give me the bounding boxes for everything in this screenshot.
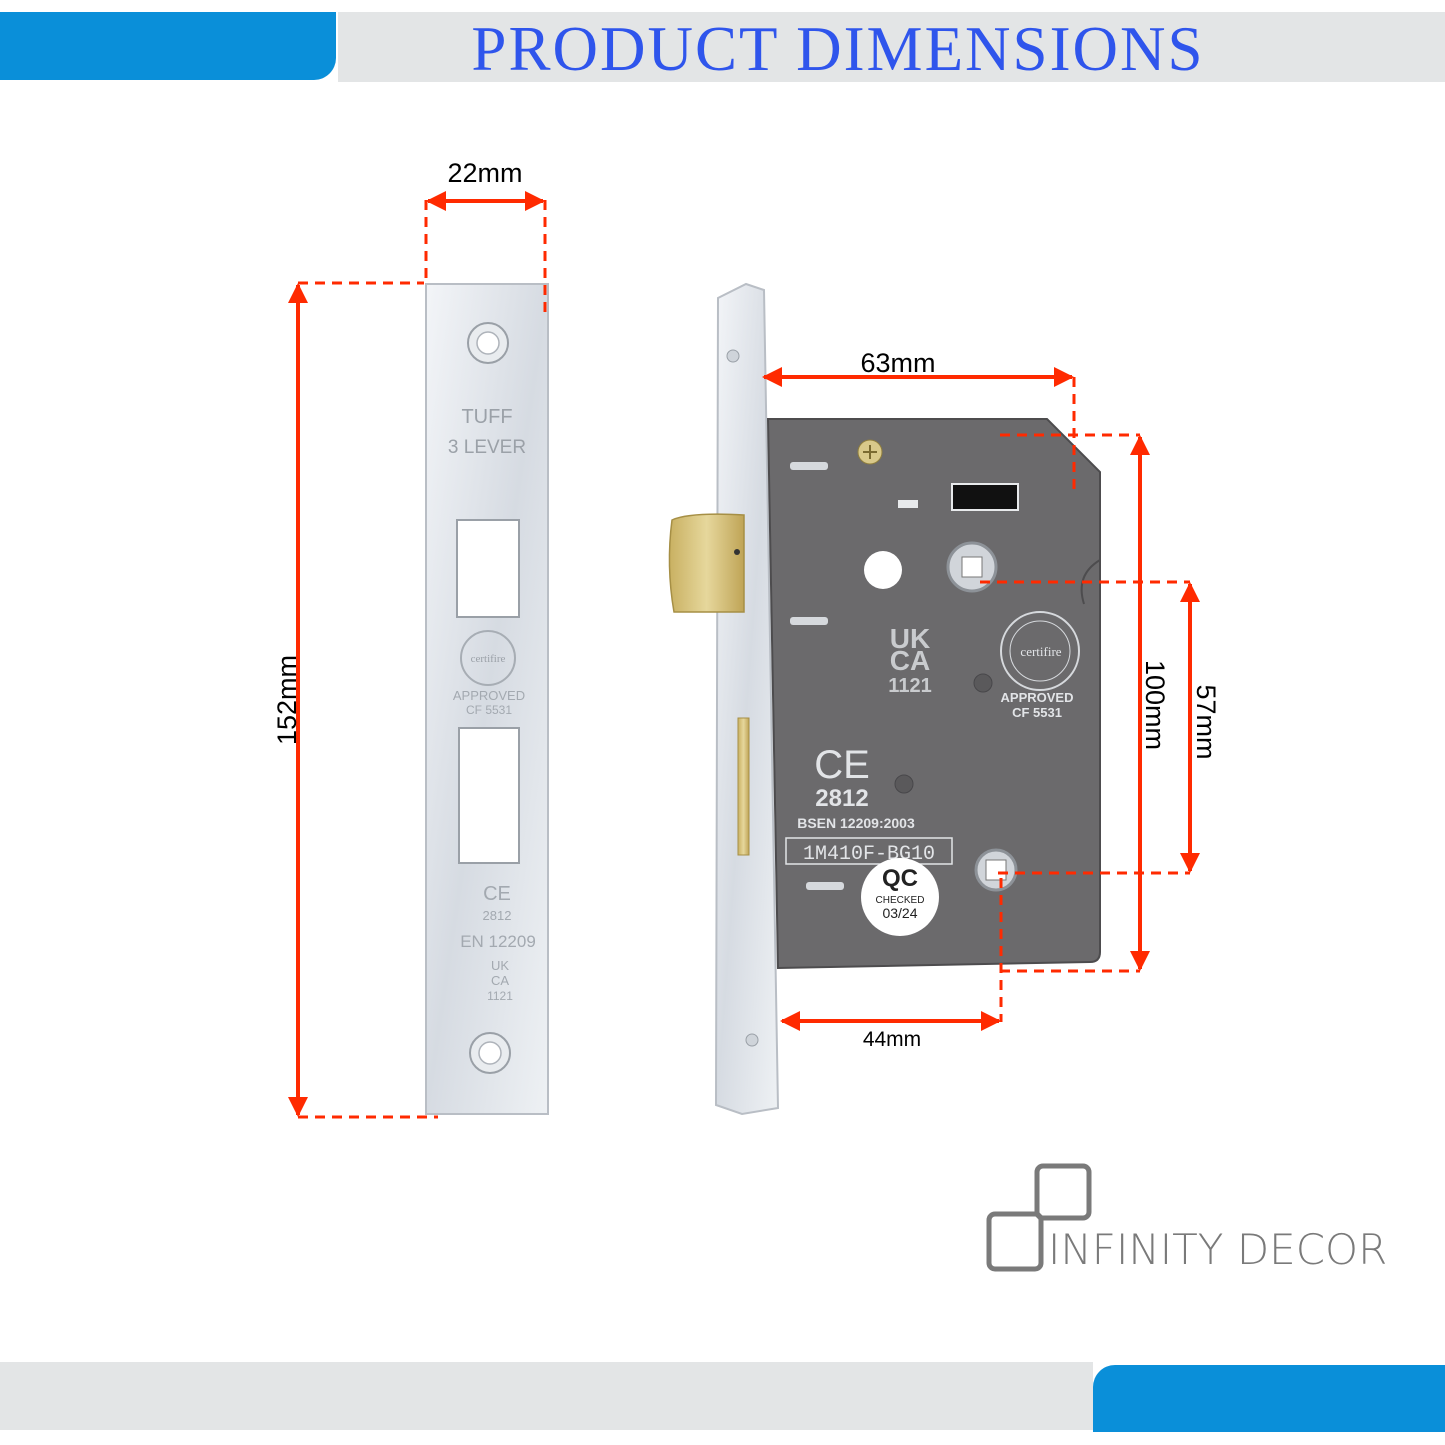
footer-bar (0, 1362, 1093, 1430)
lock-case (766, 418, 1101, 970)
dimension-lines (288, 191, 1200, 1119)
faceplate-plate (425, 283, 549, 1115)
follower-square (961, 556, 983, 578)
faceplate-ce-mark: CE (483, 883, 511, 905)
lock-approved: APPROVED (1001, 690, 1074, 705)
label-57mm: 57mm (1191, 684, 1221, 759)
footer-accent-tab (1093, 1365, 1445, 1432)
label-22mm: 22mm (447, 158, 522, 188)
qc-title: QC (882, 865, 918, 892)
latch-bolt (668, 513, 745, 613)
forend-screw-bottom (745, 1033, 759, 1047)
forend-screw-top (726, 349, 740, 363)
qc-checked: CHECKED (876, 895, 925, 906)
case-rivet-cross (863, 445, 877, 459)
case-notch (1080, 559, 1101, 605)
case-lever-window (951, 483, 1019, 511)
faceplate: TUFF 3 LEVER certifire APPROVED CF 5531 … (425, 283, 549, 1115)
faceplate-cert-code: CF 5531 (466, 703, 512, 717)
qc-date: 03/24 (882, 905, 917, 921)
deadbolt-sliver (737, 717, 750, 856)
qc-sticker (861, 858, 939, 936)
case-slot-top (790, 462, 828, 470)
faceplate-ukca-2: CA (491, 973, 509, 988)
faceplate-latch-slot (456, 519, 520, 618)
case-boss-1 (973, 673, 993, 693)
lock-ce-number: 2812 (815, 785, 868, 812)
case-key-hole (864, 551, 902, 589)
page-title: PRODUCT DIMENSIONS (471, 14, 1205, 84)
faceplate-ce-number: 2812 (483, 908, 512, 923)
keyhole-square (985, 859, 1007, 881)
label-100mm: 100mm (1140, 660, 1170, 750)
latch-pin (734, 549, 740, 555)
faceplate-cert-label: certifire (471, 653, 506, 665)
faceplate-approved: APPROVED (453, 688, 525, 703)
lock-standard: BSEN 12209:2003 (797, 815, 915, 831)
faceplate-type: 3 LEVER (448, 437, 526, 458)
lock-cert-ring-inner (1009, 620, 1071, 682)
faceplate-screw-bottom-hole (478, 1041, 502, 1065)
faceplate-screw-top-hole (476, 331, 500, 355)
label-63mm: 63mm (860, 348, 935, 378)
header-accent-tab (0, 12, 336, 80)
faceplate-ukca-1: UK (491, 958, 509, 973)
lock-assembly: UK CA 1121 certifire APPROVED CF 5531 CE… (668, 282, 1101, 1116)
header-bar (338, 12, 1445, 82)
faceplate-standard: EN 12209 (460, 932, 536, 951)
label-152mm: 152mm (272, 655, 302, 745)
lock-cert-code: CF 5531 (1012, 705, 1062, 720)
lock-ukca-2: CA (890, 645, 930, 676)
lock-forend (714, 282, 780, 1116)
case-slot-bottom (806, 882, 844, 890)
lock-ukca-number: 1121 (888, 675, 931, 697)
case-slot-middle (790, 617, 828, 625)
faceplate-cert-ring (460, 630, 516, 686)
lock-ce-mark: CE (814, 743, 870, 787)
lock-code-box (785, 837, 953, 865)
case-small-slot (898, 500, 918, 508)
label-44mm: 44mm (863, 1028, 921, 1051)
lock-cert-ring (1000, 611, 1080, 691)
brand-logo-text: INFINITY DECOR (1048, 1225, 1388, 1274)
faceplate-ukca-number: 1121 (487, 989, 513, 1003)
lock-ukca-1: UK (890, 623, 930, 654)
logo-squares-icon (986, 1163, 1092, 1272)
faceplate-bolt-slot (458, 727, 520, 864)
case-boss-2 (894, 774, 914, 794)
lock-cert-label: certifire (1020, 644, 1061, 659)
faceplate-brand: TUFF (461, 406, 512, 428)
